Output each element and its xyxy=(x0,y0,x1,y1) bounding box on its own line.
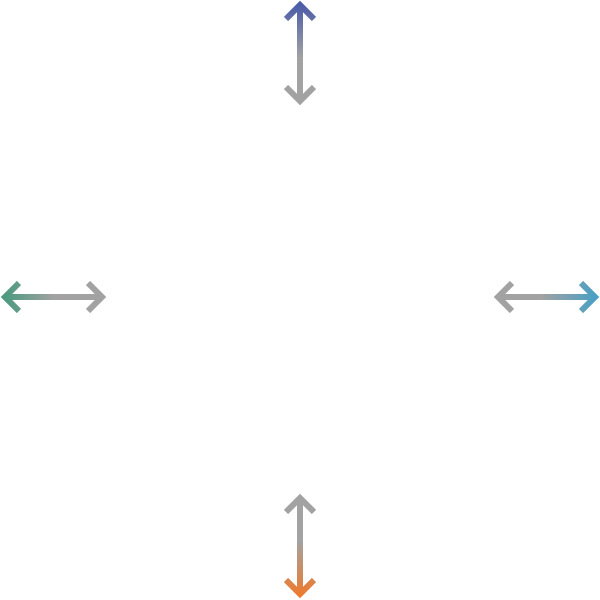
arrow-left-icon xyxy=(0,280,107,314)
arrow-top-head-down xyxy=(283,84,317,106)
arrow-right-head-right xyxy=(578,280,600,314)
arrow-bottom-head-up xyxy=(283,493,317,515)
arrow-bottom-icon xyxy=(283,493,317,599)
arrow-right-head-left xyxy=(493,280,515,314)
arrow-right-icon xyxy=(493,280,600,314)
arrow-top-head-up xyxy=(283,0,317,22)
arrow-bottom-head-down xyxy=(283,577,317,599)
arrow-left-head-left xyxy=(0,280,22,314)
arrow-top-icon xyxy=(283,0,317,106)
arrow-left-head-right xyxy=(85,280,107,314)
